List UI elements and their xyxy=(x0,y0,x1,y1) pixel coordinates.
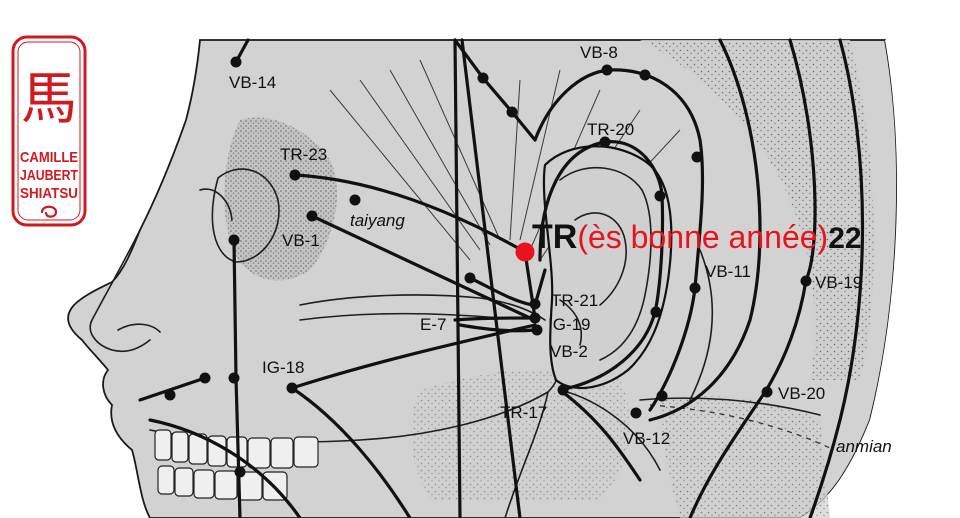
logo-swirl-icon xyxy=(40,205,58,218)
teeth xyxy=(154,429,319,501)
logo-seal-border xyxy=(11,35,87,227)
logo-line3: SHIATSU xyxy=(20,185,78,202)
meridian-lines xyxy=(138,38,865,518)
neck-stipple xyxy=(660,396,830,518)
skull-stipple xyxy=(640,40,874,380)
label-tr23: TR-23 xyxy=(280,145,327,164)
label-ig19: IG-19 xyxy=(548,315,591,334)
nose xyxy=(89,229,151,353)
highlight-point xyxy=(515,242,535,262)
label-vb11: VB-11 xyxy=(705,262,751,281)
label-e7: E-7 xyxy=(420,315,446,334)
label-anmian: anmian xyxy=(836,437,892,456)
brand-logo: 馬 CAMILLE JAUBERT SHIATSU xyxy=(11,35,87,227)
label-tr21: TR-21 xyxy=(551,291,598,310)
highlight-number: 22 xyxy=(828,222,861,255)
label-taiyang: taiyang xyxy=(350,211,405,230)
label-vb12: VB-12 xyxy=(623,429,670,448)
point-labels: VB-14 VB-8 TR-20 TR-23 taiyang VB-1 TR-2… xyxy=(229,43,892,456)
ear-helix xyxy=(559,166,652,361)
label-ig18: IG-18 xyxy=(262,358,305,377)
label-vb20: VB-20 xyxy=(778,384,825,403)
logo-line2: JAUBERT xyxy=(20,167,78,184)
logo-line1: CAMILLE xyxy=(20,149,78,166)
label-vb8: VB-8 xyxy=(580,43,618,62)
eye-orbit xyxy=(211,168,280,263)
highlight-text: (ès bonne année) xyxy=(577,219,828,255)
label-tr20: TR-20 xyxy=(587,120,634,139)
head-illustration xyxy=(67,39,960,518)
highlight-label: TR(ès bonne année)22 xyxy=(532,218,862,256)
ear-antihelix xyxy=(574,212,627,306)
highlight-code: TR xyxy=(532,218,577,256)
acupuncture-points xyxy=(164,56,812,478)
label-vb19: VB-19 xyxy=(815,273,862,292)
jaw-stipple xyxy=(411,369,631,500)
label-tr17: TR-17 xyxy=(500,403,547,422)
label-vb14: VB-14 xyxy=(229,73,276,92)
label-vb2: VB-2 xyxy=(550,342,588,361)
logo-glyph: 馬 xyxy=(21,67,77,132)
zygomatic-arch xyxy=(299,294,546,321)
temple-stipple xyxy=(224,117,338,281)
label-vb1: VB-1 xyxy=(282,231,320,250)
